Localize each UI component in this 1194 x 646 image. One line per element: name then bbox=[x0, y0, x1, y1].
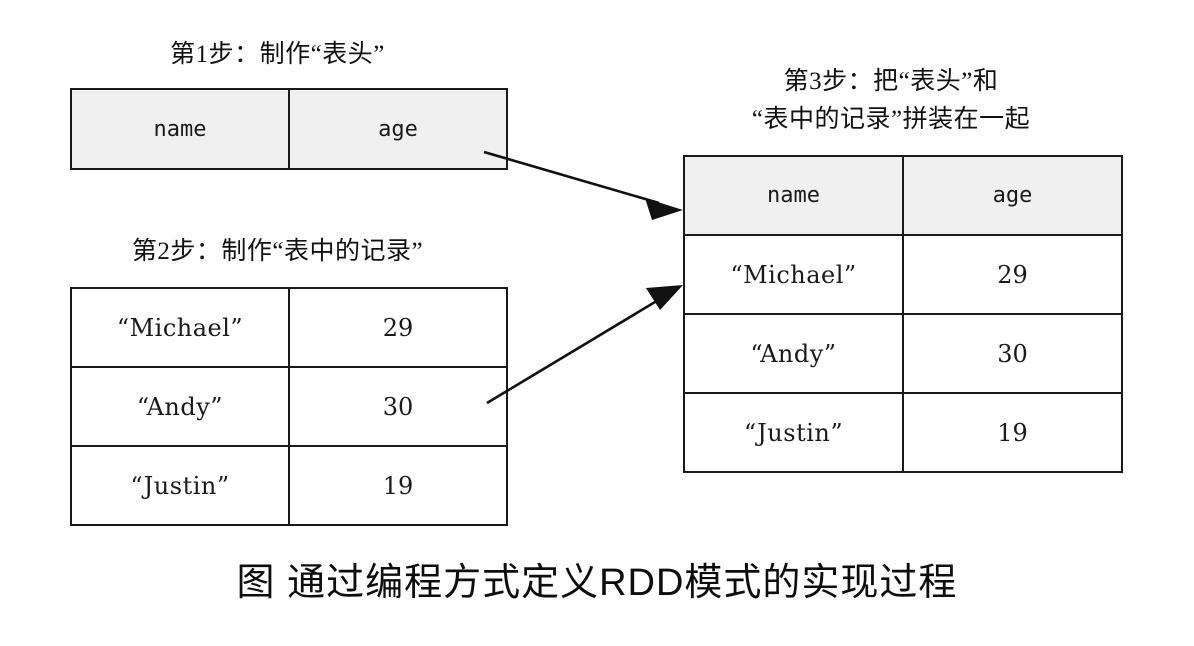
table-row: “Andy” 30 bbox=[70, 366, 508, 447]
cell-name-justin: “Justin” bbox=[683, 392, 904, 473]
cell-age-justin: 19 bbox=[288, 445, 508, 526]
table-header-row: name age bbox=[70, 88, 508, 170]
cell-age-michael: 29 bbox=[902, 234, 1123, 315]
step-2-title: 第2步：制作“表中的记录” bbox=[131, 238, 424, 265]
step-1-title: 第1步：制作“表头” bbox=[170, 41, 385, 68]
cell-age-andy: 30 bbox=[902, 313, 1123, 394]
arrow-header-to-combined bbox=[483, 150, 683, 220]
cell-column-age: age bbox=[902, 155, 1123, 236]
table-combined: name age “Michael” 29 “Andy” 30 “Justin”… bbox=[683, 155, 1123, 473]
table-row: “Justin” 19 bbox=[70, 445, 508, 526]
cell-name-michael: “Michael” bbox=[683, 234, 904, 315]
cell-name-andy: “Andy” bbox=[70, 366, 290, 447]
table-row: “Michael” 29 bbox=[70, 287, 508, 368]
cell-age-andy: 30 bbox=[288, 366, 508, 447]
table-row: name age bbox=[70, 88, 508, 170]
cell-column-name: name bbox=[683, 155, 904, 236]
table-row: “Justin” 19 bbox=[683, 392, 1123, 473]
cell-name-justin: “Justin” bbox=[70, 445, 290, 526]
step-3-title-line-2: “表中的记录”拼装在一起 bbox=[751, 106, 1031, 133]
table-row: “Andy” 30 bbox=[683, 313, 1123, 394]
table-records: “Michael” 29 “Andy” 30 “Justin” 19 bbox=[70, 287, 508, 526]
cell-age-michael: 29 bbox=[288, 287, 508, 368]
table-row: “Michael” 29 bbox=[683, 234, 1123, 315]
cell-column-name: name bbox=[70, 88, 290, 170]
cell-name-andy: “Andy” bbox=[683, 313, 904, 394]
step-3-title-line-1: 第3步：把“表头”和 bbox=[783, 68, 999, 95]
table-row: name age bbox=[683, 155, 1123, 236]
arrow-records-to-combined bbox=[486, 285, 683, 405]
figure-caption: 图 通过编程方式定义RDD模式的实现过程 bbox=[236, 562, 958, 604]
cell-column-age: age bbox=[288, 88, 508, 170]
cell-name-michael: “Michael” bbox=[70, 287, 290, 368]
cell-age-justin: 19 bbox=[902, 392, 1123, 473]
